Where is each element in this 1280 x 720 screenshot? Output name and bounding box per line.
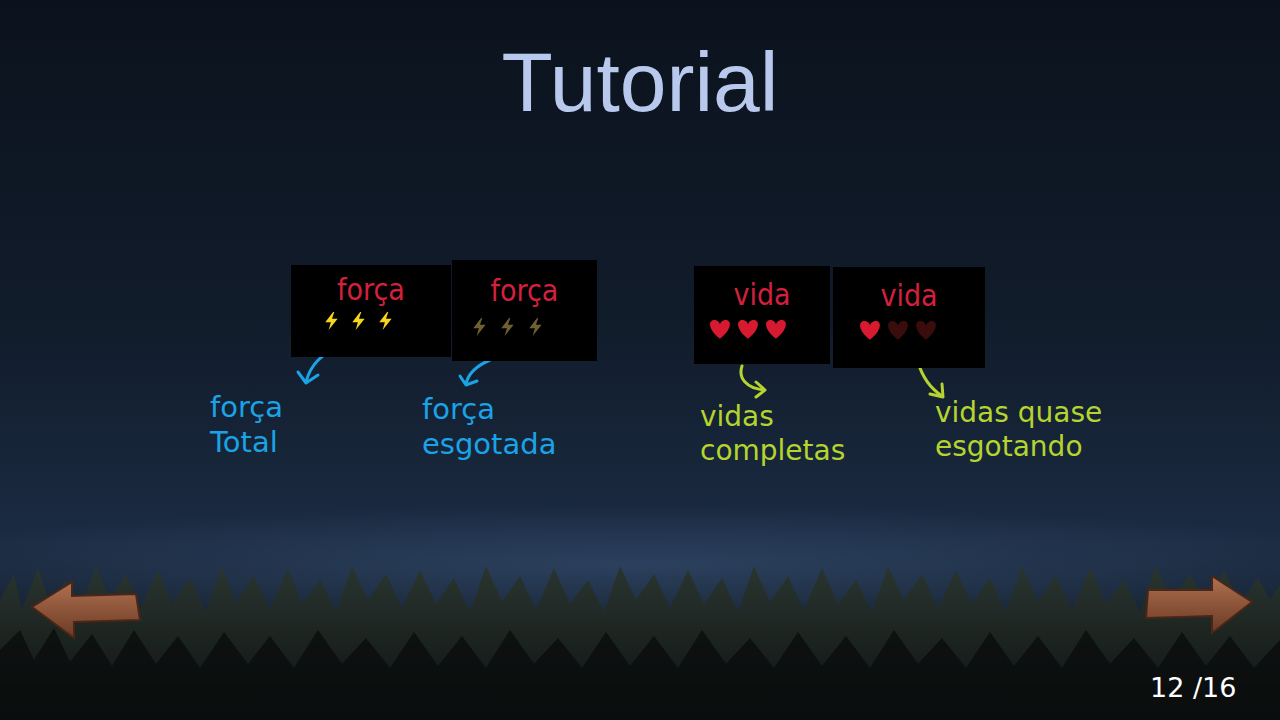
arrowhead [930,384,943,397]
next-arrow [1146,576,1252,633]
lightning-icon [352,312,364,330]
heart-icon [860,321,880,340]
lightning-icon [379,312,391,330]
panel-title: força [291,273,451,306]
annotation: força esgotada [422,392,556,462]
heart-icon [766,320,786,339]
strength-panel: força [452,260,597,361]
grass-front [0,628,1280,720]
arrowhead [298,372,318,383]
lightning-icon [325,312,337,330]
panel-title: vida [694,278,830,311]
lightning-icon [501,318,513,336]
lightning-icon [473,318,485,336]
panel-title: força [452,274,597,307]
heart-icon [916,321,936,340]
lightning-icon [529,318,541,336]
arrowhead [756,382,765,397]
annotation: vidas completas [700,400,845,467]
grass [0,566,1280,720]
heart-icon [710,320,730,339]
previous-arrow [32,582,140,638]
life-panel: vida [833,267,985,368]
panel-title: vida [833,279,985,312]
page-number: 12 /16 [1150,672,1236,704]
annotation: vidas quase esgotando [935,396,1165,463]
annotation: força Total [210,390,283,460]
heart-icon [888,321,908,340]
strength-panel: força [291,265,451,357]
heart-icon [738,320,758,339]
slide-title: Tutorial [0,36,1280,128]
arrowhead [460,376,477,385]
life-panel: vida [694,266,830,364]
